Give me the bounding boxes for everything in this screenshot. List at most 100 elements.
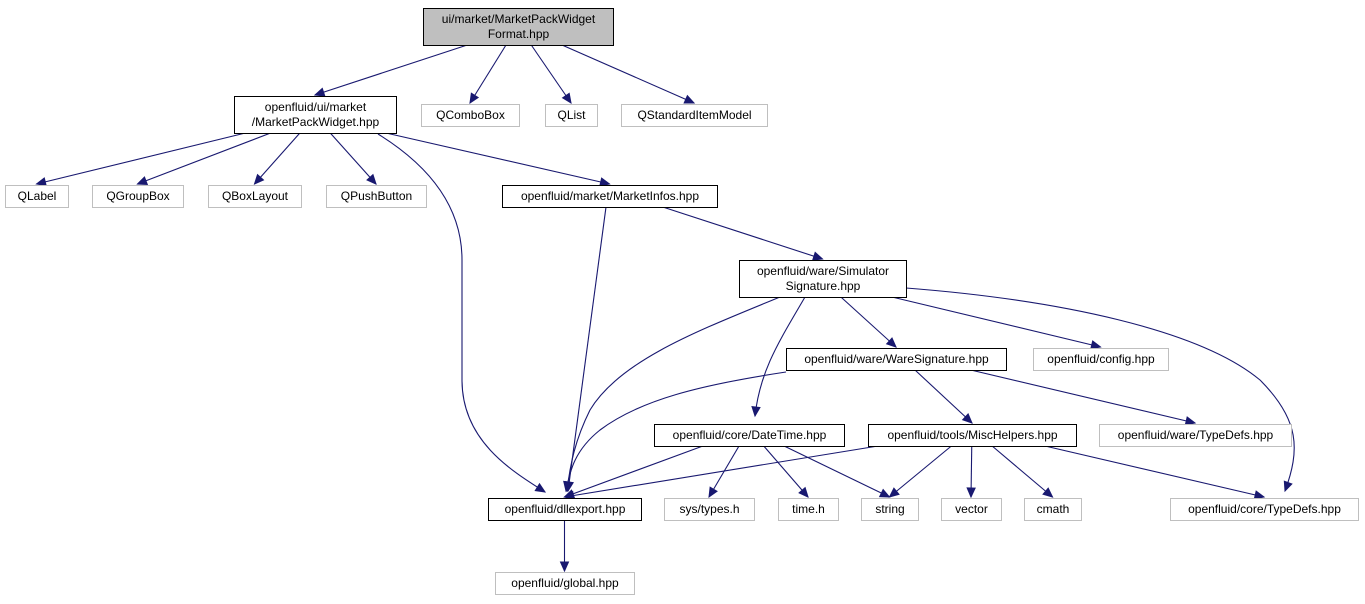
- edge-mpw-to-qlabel: [36, 132, 246, 185]
- edge-arrowhead: [811, 251, 824, 261]
- edge-misc-to-string: [889, 445, 952, 498]
- edge-mpw-to-qgroup: [137, 132, 271, 185]
- node-misc[interactable]: openfluid/tools/MiscHelpers.hpp: [868, 424, 1077, 447]
- node-label: QBoxLayout: [222, 189, 289, 203]
- node-vector[interactable]: vector: [941, 498, 1002, 521]
- edge-arrowhead: [469, 92, 480, 105]
- edge-arrowhead: [961, 413, 973, 424]
- node-mpw[interactable]: openfluid/ui/market/MarketPackWidget.hpp: [234, 96, 397, 134]
- node-coretd[interactable]: openfluid/core/TypeDefs.hpp: [1170, 498, 1359, 521]
- edge-datetime-to-dllexport: [564, 445, 704, 498]
- edge-arrowhead: [136, 176, 149, 186]
- node-qlabel[interactable]: QLabel: [5, 185, 69, 208]
- edge-arrowhead: [366, 173, 377, 185]
- node-label: openfluid/config.hpp: [1047, 352, 1155, 366]
- edge-mpw-to-qbox: [254, 132, 301, 185]
- node-qbox[interactable]: QBoxLayout: [208, 185, 302, 208]
- edge-root-to-qlist: [530, 44, 572, 104]
- node-label: cmath: [1037, 502, 1070, 516]
- node-label: openfluid/ware/WareSignature.hpp: [804, 352, 989, 366]
- edge-misc-to-dllexport: [564, 445, 879, 498]
- node-qpush[interactable]: QPushButton: [326, 185, 427, 208]
- node-timeh[interactable]: time.h: [778, 498, 839, 521]
- edge-minfos-to-dllexport: [567, 206, 607, 492]
- node-label: ui/market/MarketPackWidget: [442, 12, 596, 26]
- node-dllexport[interactable]: openfluid/dllexport.hpp: [488, 498, 642, 521]
- edge-arrowhead: [885, 337, 897, 348]
- edge-arrowhead: [534, 482, 547, 493]
- edge-simsig-to-coretd: [905, 287, 1295, 492]
- edge-arrowhead: [751, 406, 761, 418]
- node-waretd[interactable]: openfluid/ware/TypeDefs.hpp: [1099, 424, 1292, 447]
- node-label: openfluid/ui/market: [265, 100, 367, 114]
- node-box: [5, 185, 69, 208]
- node-datetime[interactable]: openfluid/core/DateTime.hpp: [654, 424, 845, 447]
- node-label: vector: [955, 502, 988, 516]
- node-box: [423, 8, 614, 46]
- node-label: QComboBox: [436, 108, 505, 122]
- node-box: [654, 424, 845, 447]
- node-box: [1033, 348, 1169, 371]
- edge-arrowhead: [1253, 490, 1266, 500]
- edge-simsig-to-dllexport: [566, 296, 781, 492]
- node-minfos[interactable]: openfluid/market/MarketInfos.hpp: [502, 185, 718, 208]
- node-box: [941, 498, 1002, 521]
- node-box: [739, 260, 907, 298]
- node-box: [545, 104, 598, 127]
- node-label: openfluid/market/MarketInfos.hpp: [521, 189, 699, 203]
- node-label: openfluid/core/DateTime.hpp: [673, 428, 827, 442]
- node-qsim[interactable]: QStandardItemModel: [621, 104, 768, 127]
- edge-arrowhead: [1283, 480, 1293, 493]
- node-label: QPushButton: [341, 189, 412, 203]
- edge-waresig-to-waretd: [970, 369, 1196, 424]
- edge-arrowhead: [599, 177, 611, 187]
- node-box: [326, 185, 427, 208]
- node-box: [502, 185, 718, 208]
- node-label: Signature.hpp: [786, 279, 861, 293]
- node-label: openfluid/core/TypeDefs.hpp: [1188, 502, 1341, 516]
- node-box: [621, 104, 768, 127]
- edge-arrowhead: [559, 561, 570, 573]
- node-label: openfluid/ware/Simulator: [757, 264, 889, 278]
- node-box: [868, 424, 1077, 447]
- node-label: /MarketPackWidget.hpp: [252, 115, 380, 129]
- node-label: openfluid/global.hpp: [511, 576, 619, 590]
- node-qcombo[interactable]: QComboBox: [421, 104, 520, 127]
- edge-arrowhead: [708, 486, 718, 499]
- node-qlist[interactable]: QList: [545, 104, 598, 127]
- node-global[interactable]: openfluid/global.hpp: [495, 572, 635, 595]
- node-waresig[interactable]: openfluid/ware/WareSignature.hpp: [786, 348, 1007, 371]
- node-box: [488, 498, 642, 521]
- edge-arrowhead: [1090, 340, 1102, 350]
- node-box: [786, 348, 1007, 371]
- node-label: openfluid/dllexport.hpp: [505, 502, 626, 516]
- node-box: [495, 572, 635, 595]
- node-label: openfluid/ware/TypeDefs.hpp: [1118, 428, 1274, 442]
- node-box: [1170, 498, 1359, 521]
- edge-arrowhead: [878, 488, 891, 498]
- edge-root-to-qsim: [561, 44, 695, 104]
- edge-simsig-to-datetime: [754, 296, 806, 417]
- edge-mpw-to-dllexport: [377, 133, 546, 493]
- edge-arrowhead: [313, 87, 326, 97]
- node-box: [421, 104, 520, 127]
- node-config[interactable]: openfluid/config.hpp: [1033, 348, 1169, 371]
- node-box: [1024, 498, 1082, 521]
- node-qgroup[interactable]: QGroupBox: [92, 185, 184, 208]
- edge-waresig-to-misc: [914, 369, 973, 424]
- edge-mpw-to-minfos: [385, 132, 610, 185]
- node-label: QLabel: [18, 189, 57, 203]
- node-label: QStandardItemModel: [637, 108, 751, 122]
- edge-arrowhead: [35, 177, 47, 187]
- edge-root-to-mpw: [314, 44, 468, 96]
- edge-arrowhead: [798, 486, 809, 498]
- edge-arrowhead: [683, 94, 696, 104]
- node-box: [234, 96, 397, 134]
- node-string[interactable]: string: [861, 498, 919, 521]
- edge-arrowhead: [253, 173, 265, 185]
- node-systypes[interactable]: sys/types.h: [664, 498, 755, 521]
- node-cmath[interactable]: cmath: [1024, 498, 1082, 521]
